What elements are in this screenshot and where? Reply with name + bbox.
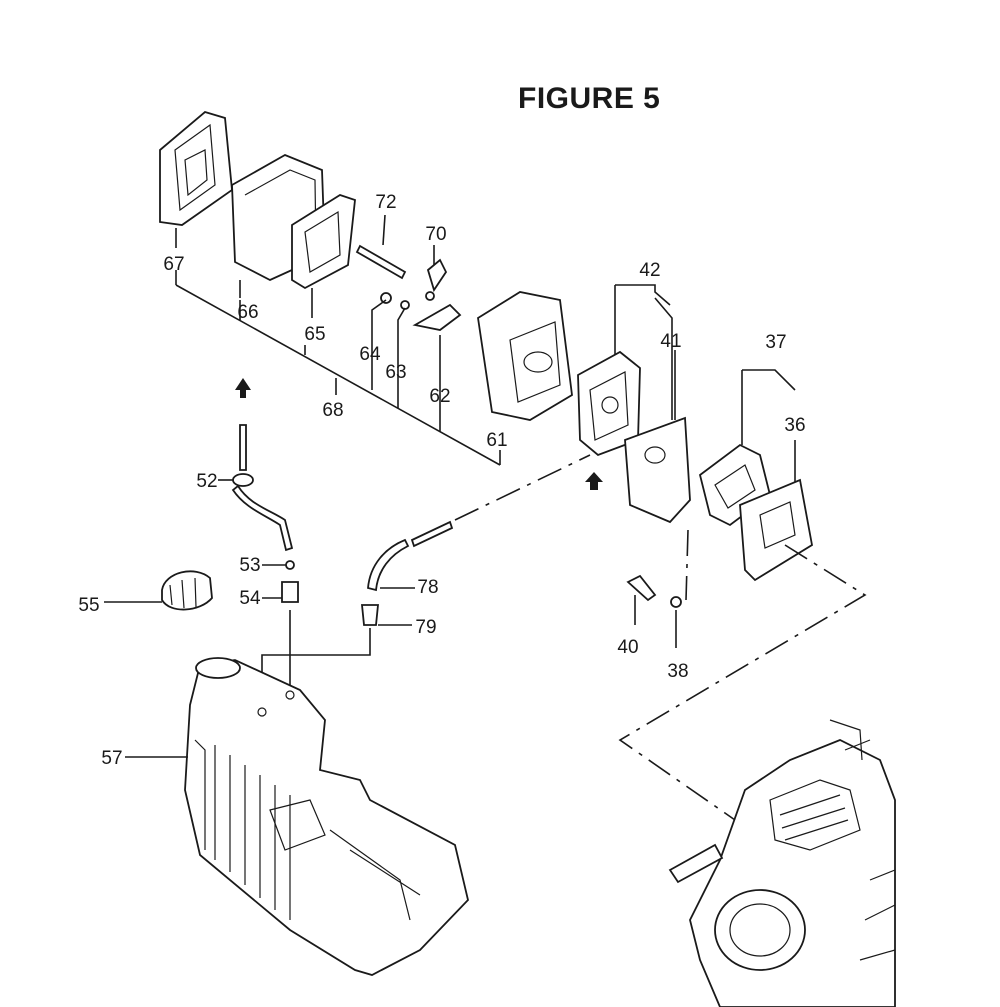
arrow-up-icon-2 [585,472,603,490]
part-label-37: 37 [765,332,786,353]
part-label-38: 38 [667,661,688,682]
part-label-61: 61 [486,430,507,451]
part-label-79: 79 [415,617,436,638]
screw-70 [426,258,448,293]
fuel-cap-55 [161,570,213,611]
part-label-52: 52 [196,471,217,492]
filter-plate-65 [291,194,356,290]
part-label-70: 70 [425,224,446,245]
grommet-79 [361,604,379,626]
gasket-41 [624,416,691,524]
part-label-62: 62 [429,386,450,407]
part-label-67: 67 [163,254,184,275]
part-label-42: 42 [639,260,660,281]
gasket-36 [739,478,813,582]
washer-38 [670,596,682,608]
air-cleaner-case-61 [477,291,573,421]
bolt-72 [355,244,407,280]
part-label-53: 53 [239,555,260,576]
part-label-41: 41 [660,331,681,352]
part-label-55: 55 [78,595,99,616]
fuel-pipe-78 [367,520,454,592]
part-label-54: 54 [239,588,261,609]
filter-53-54 [281,560,299,603]
part-label-57: 57 [101,748,122,769]
bolt-40 [626,574,657,602]
part-label-36: 36 [784,415,805,436]
figure-title: FIGURE 5 [518,82,661,115]
part-label-65: 65 [304,324,325,345]
air-cleaner-cover-67 [159,110,233,226]
engine-block [668,719,896,1007]
part-label-78: 78 [417,577,438,598]
part-label-68: 68 [322,400,343,421]
arrow-up-icon [235,378,251,398]
part-label-64: 64 [359,344,381,365]
part-label-66: 66 [237,302,258,323]
part-label-40: 40 [617,637,638,658]
fuel-tank-57 [184,657,469,976]
bracket-62 [412,303,462,331]
small-parts-64-63 [380,291,435,310]
part-label-63: 63 [385,362,406,383]
part-label-72: 72 [375,192,396,213]
breather-pipe-52 [231,424,294,552]
